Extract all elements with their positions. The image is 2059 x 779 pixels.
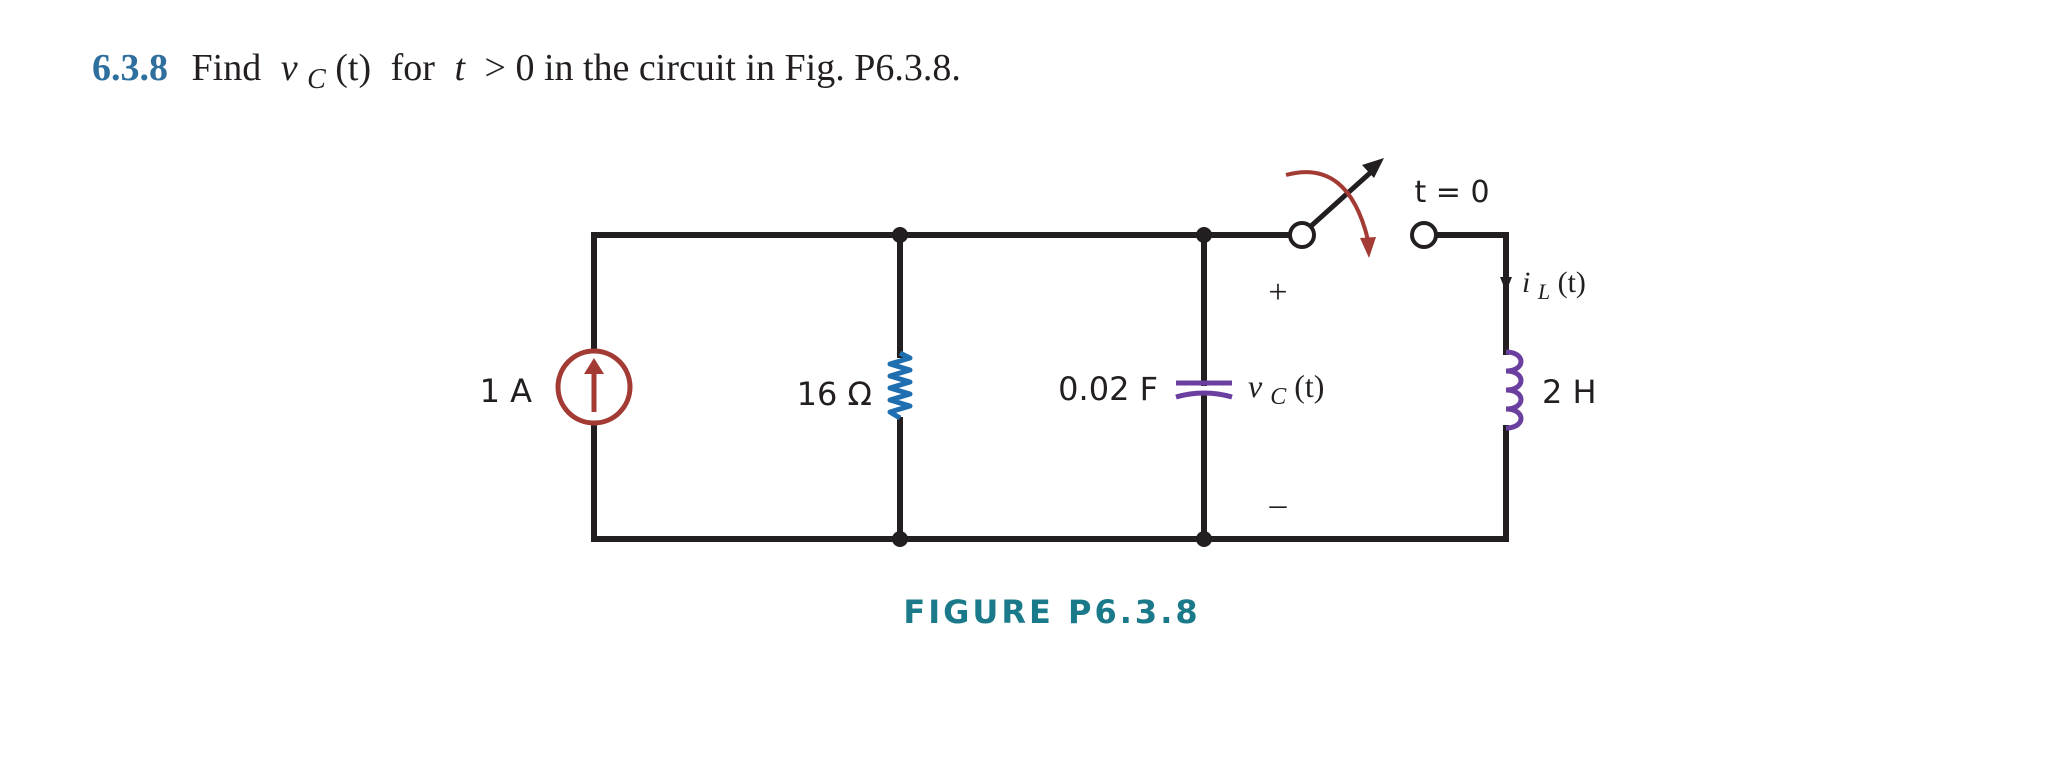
switch-time-label: t = 0 (1414, 175, 1489, 210)
switch-action-arc (1285, 170, 1370, 241)
inductor-coil (1505, 349, 1524, 431)
junction-dot (1196, 227, 1212, 243)
problem-v-symbol: v (281, 47, 298, 89)
switch-terminal-left (1288, 221, 1316, 249)
switch (1285, 158, 1438, 258)
problem-number: 6.3.8 (92, 47, 168, 89)
problem-text-find: Find (192, 47, 262, 89)
vc-subscript: C (1270, 384, 1287, 410)
current-arrow-icon (1500, 277, 1512, 292)
current-source (555, 348, 633, 426)
arrow-up-icon (584, 358, 604, 374)
junction-dot (892, 531, 908, 547)
il-subscript: L (1537, 279, 1550, 304)
vc-label: v C (t) (1248, 368, 1324, 411)
resistor-label: 16 Ω (797, 375, 872, 413)
arrow-head-icon (1362, 158, 1384, 178)
problem-statement: 6.3.8 Find v C (t) for t > 0 in the circ… (92, 47, 961, 97)
junction-dot (1196, 531, 1212, 547)
figure-caption: FIGURE P6.3.8 (903, 593, 1200, 631)
problem-text-condition: > 0 in the circuit in Fig. P6.3.8. (485, 47, 961, 89)
capacitor (1175, 380, 1233, 400)
problem-v-argument: (t) (335, 47, 371, 89)
capacitor-plate-bottom (1175, 390, 1233, 400)
il-label: i L (t) (1522, 266, 1586, 306)
problem-t-symbol: t (454, 47, 466, 89)
junction-dots (892, 227, 1212, 547)
minus-sign: – (1269, 486, 1288, 523)
vc-symbol: v (1248, 368, 1263, 404)
problem-text-for: for (391, 47, 436, 89)
switch-terminal-right (1410, 221, 1438, 249)
source-label: 1 A (480, 372, 533, 410)
switch-blade (1308, 171, 1372, 229)
capacitor-label: 0.02 F (1058, 370, 1158, 408)
il-symbol: i (1522, 266, 1530, 299)
il-argument: (t) (1558, 266, 1586, 299)
vc-argument: (t) (1294, 368, 1324, 404)
wires (591, 232, 1509, 542)
inductor-label: 2 H (1542, 373, 1597, 411)
plus-sign: + (1268, 274, 1287, 311)
junction-dot (892, 227, 908, 243)
curved-arrow-icon (1360, 237, 1376, 258)
resistor-zigzag (887, 350, 913, 421)
problem-v-subscript: C (307, 64, 326, 95)
